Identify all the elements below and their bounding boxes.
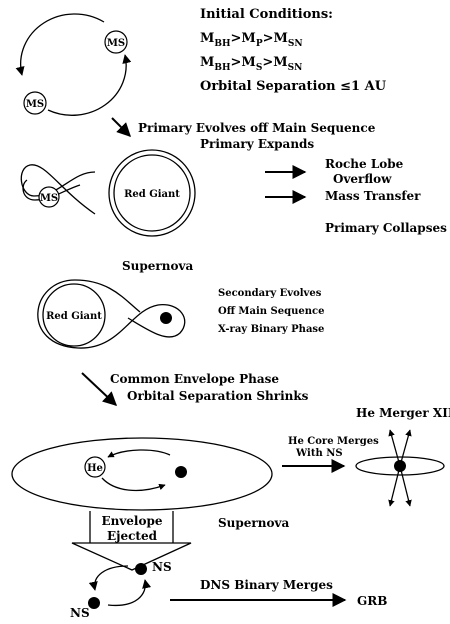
- inner-orbit-top: [107, 449, 171, 458]
- ms-star-top: [104, 30, 128, 54]
- roche-outline-small-lower: [22, 179, 81, 201]
- supernova-2: Supernova: [218, 516, 289, 530]
- supernova-1: Supernova: [122, 259, 193, 273]
- overflow-text: Overflow: [333, 172, 392, 186]
- grb-text: GRB: [357, 594, 387, 608]
- ms-label-companion: MS: [40, 193, 58, 204]
- mass-transfer-text: Mass Transfer: [325, 189, 421, 203]
- separation-shrinks-text: Orbital Separation Shrinks: [127, 389, 309, 403]
- xray-binary-phase: X-ray Binary Phase: [218, 324, 324, 335]
- off-main-sequence: Off Main Sequence: [218, 306, 324, 317]
- giant-outer-lobe: [37, 279, 186, 349]
- dns-binary-stage: NS NS DNS Binary Merges GRB: [70, 560, 387, 620]
- ns-bottom: [88, 597, 100, 609]
- giant-outer-lobe-top: [74, 279, 141, 313]
- step1-line1: Primary Evolves off Main Sequence: [138, 121, 376, 135]
- ns-top: [135, 563, 147, 575]
- mass-relation-2: MBH>MS>MSN: [200, 55, 302, 73]
- common-envelope-text: Common Envelope Phase: [110, 372, 279, 386]
- ejected-text: Ejected: [107, 529, 158, 543]
- ns-bottom-label: NS: [70, 606, 90, 620]
- ns-top-label: NS: [152, 560, 172, 574]
- he-merger-label: He Merger XIII: [356, 406, 450, 420]
- neutron-star-2: [175, 466, 187, 478]
- jet-up-left: [388, 429, 401, 467]
- initial-binary: MS MS: [15, 13, 132, 116]
- he-core: [84, 456, 106, 478]
- ms-star-companion: [38, 186, 60, 208]
- primary-collapses-text: Primary Collapses: [325, 221, 447, 235]
- xray-binary-stage: Red Giant Secondary Evolves Off Main Seq…: [37, 279, 324, 349]
- ms-star-bottom: [23, 91, 47, 115]
- orbit-arrow-right: [47, 54, 132, 116]
- secondary-evolves: Secondary Evolves: [218, 288, 322, 299]
- ms-label-top: MS: [107, 38, 125, 49]
- dns-orbit-left: [88, 565, 129, 591]
- red-giant-outer: [108, 149, 196, 237]
- initial-conditions: Initial Conditions: MBH>MP>MSN MBH>MS>MS…: [200, 7, 387, 94]
- he-label: He: [87, 463, 103, 474]
- conditions-title: Initial Conditions:: [200, 7, 333, 22]
- step-arrow-2: [81, 372, 118, 406]
- with-ns: With NS: [295, 448, 343, 459]
- dns-orbit-right: [107, 579, 152, 607]
- step-arrow-1: [111, 117, 131, 137]
- red-giant-label-1: Red Giant: [124, 189, 180, 200]
- step1-line2: Primary Expands: [200, 137, 314, 151]
- roche-lobe-text: Roche Lobe: [325, 157, 404, 171]
- red-giant-star-2: [42, 283, 106, 347]
- roche-outline-small: [20, 164, 96, 215]
- common-envelope-stage: He He Core Merges With NS He Merger XIII: [11, 406, 450, 511]
- he-core-merges: He Core Merges: [288, 436, 379, 447]
- inner-orbit-bottom: [101, 477, 166, 492]
- jet-up-right: [399, 429, 412, 467]
- funnel-arrowhead: [71, 542, 192, 571]
- jet-down-left: [388, 465, 401, 507]
- merger-disk: [355, 456, 445, 476]
- envelope-text: Envelope: [101, 514, 162, 528]
- red-giant-label-2: Red Giant: [46, 311, 102, 322]
- neutron-star-1: [160, 312, 172, 324]
- orbital-separation: Orbital Separation ≤1 AU: [200, 79, 387, 94]
- dns-merges-text: DNS Binary Merges: [200, 578, 333, 592]
- jet-down-right: [399, 465, 412, 507]
- roche-lobe-stage: Red Giant MS Roche Lobe Overflow Mass Tr…: [20, 149, 447, 237]
- common-envelope: [11, 437, 273, 511]
- orbit-arrow-left: [15, 13, 105, 76]
- red-giant-star: [113, 154, 191, 232]
- envelope-ejection: Envelope Ejected Supernova: [71, 511, 289, 571]
- ms-label-bottom: MS: [26, 99, 44, 110]
- mass-relation-1: MBH>MP>MSN: [200, 31, 303, 49]
